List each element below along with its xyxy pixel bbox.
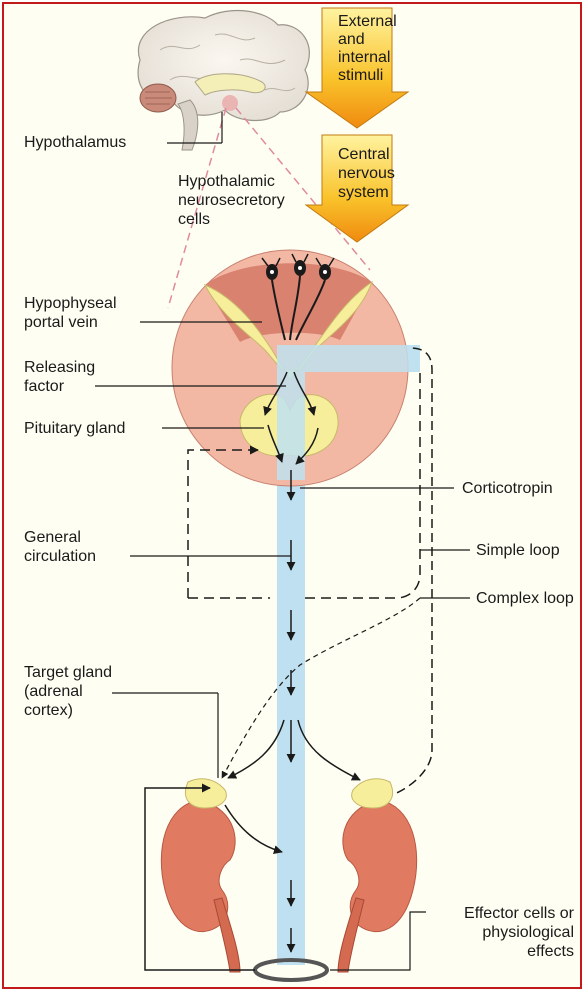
kidney-right <box>338 779 417 972</box>
label-neurosecretory-cells: Hypothalamic neurosecretory cells <box>178 172 285 229</box>
label-effector-cells: Effector cells or physiological effects <box>464 904 574 961</box>
brain-illustration <box>138 11 309 150</box>
label-corticotropin: Corticotropin <box>462 479 553 498</box>
label-pituitary-gland: Pituitary gland <box>24 419 125 438</box>
label-hypothalamus: Hypothalamus <box>24 133 126 152</box>
label-complex-loop: Complex loop <box>476 589 574 608</box>
label-portal-vein: Hypophyseal portal vein <box>24 294 117 332</box>
label-simple-loop: Simple loop <box>476 541 560 560</box>
label-releasing-factor: Releasing factor <box>24 358 95 396</box>
kidney-left <box>161 779 240 972</box>
label-general-circulation: General circulation <box>24 528 96 566</box>
cns-label: Central nervous system <box>338 145 395 202</box>
external-stimuli-label: External and internal stimuli <box>338 13 397 85</box>
label-target-gland: Target gland (adrenal cortex) <box>24 663 112 720</box>
